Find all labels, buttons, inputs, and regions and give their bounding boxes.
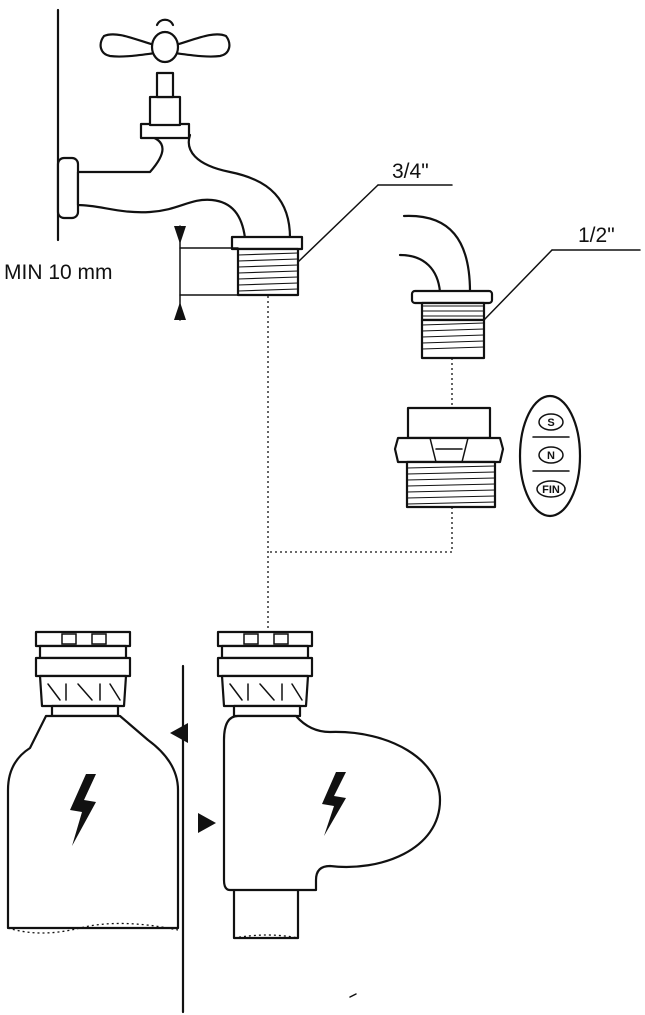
faucet-stem: [148, 95, 182, 127]
tap-thread-callout: 3/4": [297, 160, 453, 263]
country-badge: S N FIN: [518, 394, 582, 518]
half-tap-pipe-outer: [402, 214, 472, 294]
faucet-wall-flange: [56, 156, 80, 220]
pointer-arrow-right: [198, 813, 216, 833]
half-tap-thread-body: [420, 318, 486, 360]
adapter-thread-callout: 1/2": [483, 224, 641, 321]
heater-standard-coupling-cap: [34, 630, 132, 648]
connection-paths: [267, 296, 453, 630]
heater-rounded: [216, 630, 442, 940]
badge-s-ring: [538, 413, 564, 431]
heater-standard: [6, 630, 180, 934]
badge-oval: [518, 394, 582, 518]
half-tap-pipe-inner: [398, 253, 442, 294]
heater-rounded-coupling-body: [220, 674, 310, 708]
heater-rounded-neck: [232, 704, 302, 718]
min-clearance-label: MIN 10 mm: [4, 261, 113, 284]
reducer-adapter: [393, 406, 505, 509]
heater-rounded-coupling-ring: [216, 656, 314, 678]
faucet-handle-hub: [150, 30, 180, 64]
faucet-body: [76, 133, 292, 240]
faucet: [56, 18, 304, 297]
heater-standard-coupling-ring: [34, 656, 132, 678]
clearance-dimension: MIN 10 mm: [4, 225, 239, 321]
heater-rounded-lightning-icon: [322, 772, 346, 836]
faucet-spindle: [155, 71, 175, 99]
faucet-handle-top: [155, 18, 175, 27]
badge-s: S: [547, 417, 554, 429]
faucet-thread: [236, 247, 300, 297]
pointer-arrow-left: [170, 723, 188, 743]
adapter-top: [406, 406, 492, 440]
badge-n-ring: [538, 446, 564, 464]
heater-standard-lightning-icon: [70, 774, 96, 846]
half-tap-nut: [410, 289, 494, 305]
heater-rounded-outlet: [232, 886, 300, 940]
adapter-to-main-path: [268, 507, 453, 553]
tap-thread-label: 3/4": [392, 160, 429, 183]
heater-standard-neck: [50, 704, 120, 718]
half-tap-thread: [420, 301, 486, 360]
stray-mark: [349, 993, 357, 998]
badge-fin: FIN: [542, 484, 560, 496]
badge-n: N: [547, 450, 555, 462]
heater-rounded-coupling-mid: [220, 644, 310, 660]
heater-standard-coupling-body: [38, 674, 128, 708]
faucet-outlet-nut: [230, 235, 304, 251]
adapter-thread-label: 1/2": [578, 224, 615, 247]
half-inch-tap: [398, 214, 494, 360]
heater-rounded-coupling-cap: [216, 630, 314, 648]
adapter-hex-nut: [393, 436, 505, 464]
badge-fin-ring: [536, 480, 566, 498]
heater-standard-coupling-mid: [38, 644, 128, 660]
dimension-arrow-top: [174, 226, 186, 244]
adapter-thread: [405, 460, 497, 509]
heater-standard-body: [6, 714, 180, 930]
dimension-arrow-bottom: [174, 302, 186, 320]
